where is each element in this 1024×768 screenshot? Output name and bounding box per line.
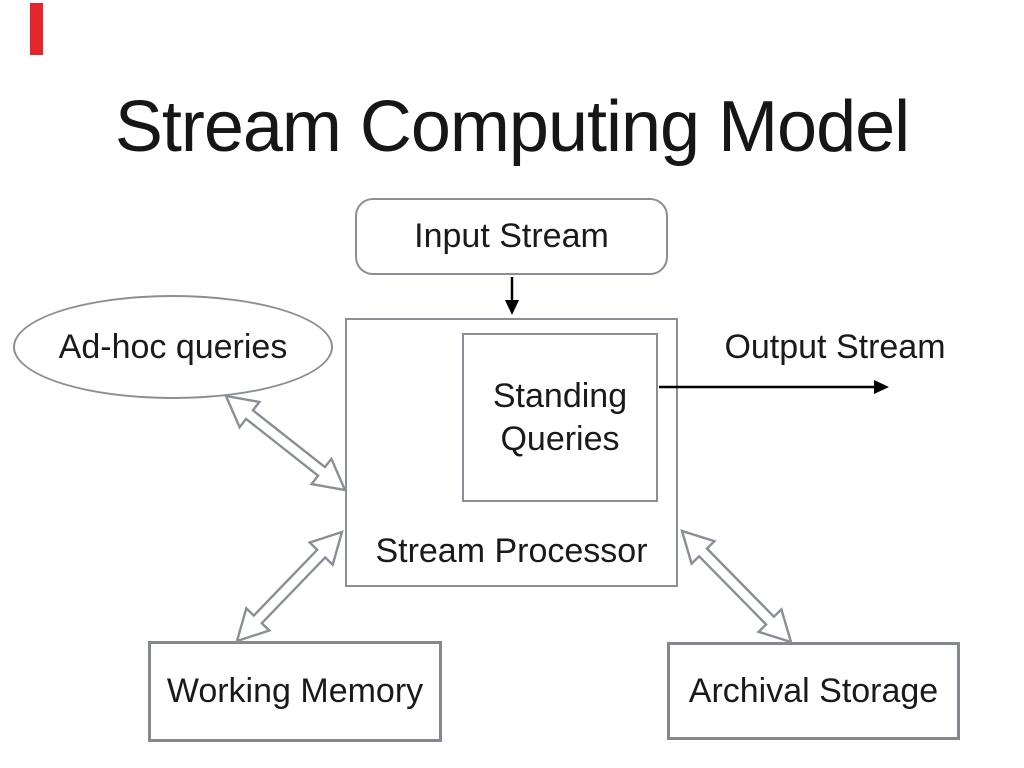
node-ad-hoc-queries-label: Ad-hoc queries	[58, 327, 288, 366]
node-standing-queries: Standing Queries	[462, 333, 658, 502]
adhoc-double-arrow	[224, 394, 347, 492]
node-working-memory-label: Working Memory	[166, 672, 424, 710]
output-arrow	[659, 380, 889, 394]
working-memory-double-arrow	[235, 530, 344, 643]
node-input-stream: Input Stream	[355, 198, 668, 275]
output-stream-label: Output Stream	[724, 328, 946, 366]
archival-double-arrow	[680, 529, 793, 644]
red-accent-bar	[30, 3, 43, 55]
node-archival-storage: Archival Storage	[667, 642, 960, 740]
node-input-stream-label: Input Stream	[414, 217, 609, 255]
node-working-memory: Working Memory	[148, 641, 442, 742]
node-archival-storage-label: Archival Storage	[688, 671, 939, 710]
node-ad-hoc-queries: Ad-hoc queries	[13, 295, 333, 399]
slide-title: Stream Computing Model	[114, 87, 910, 167]
input-arrow	[505, 277, 519, 315]
node-stream-processor-label: Stream Processor	[375, 532, 648, 570]
node-standing-queries-label: Standing Queries	[492, 376, 628, 458]
